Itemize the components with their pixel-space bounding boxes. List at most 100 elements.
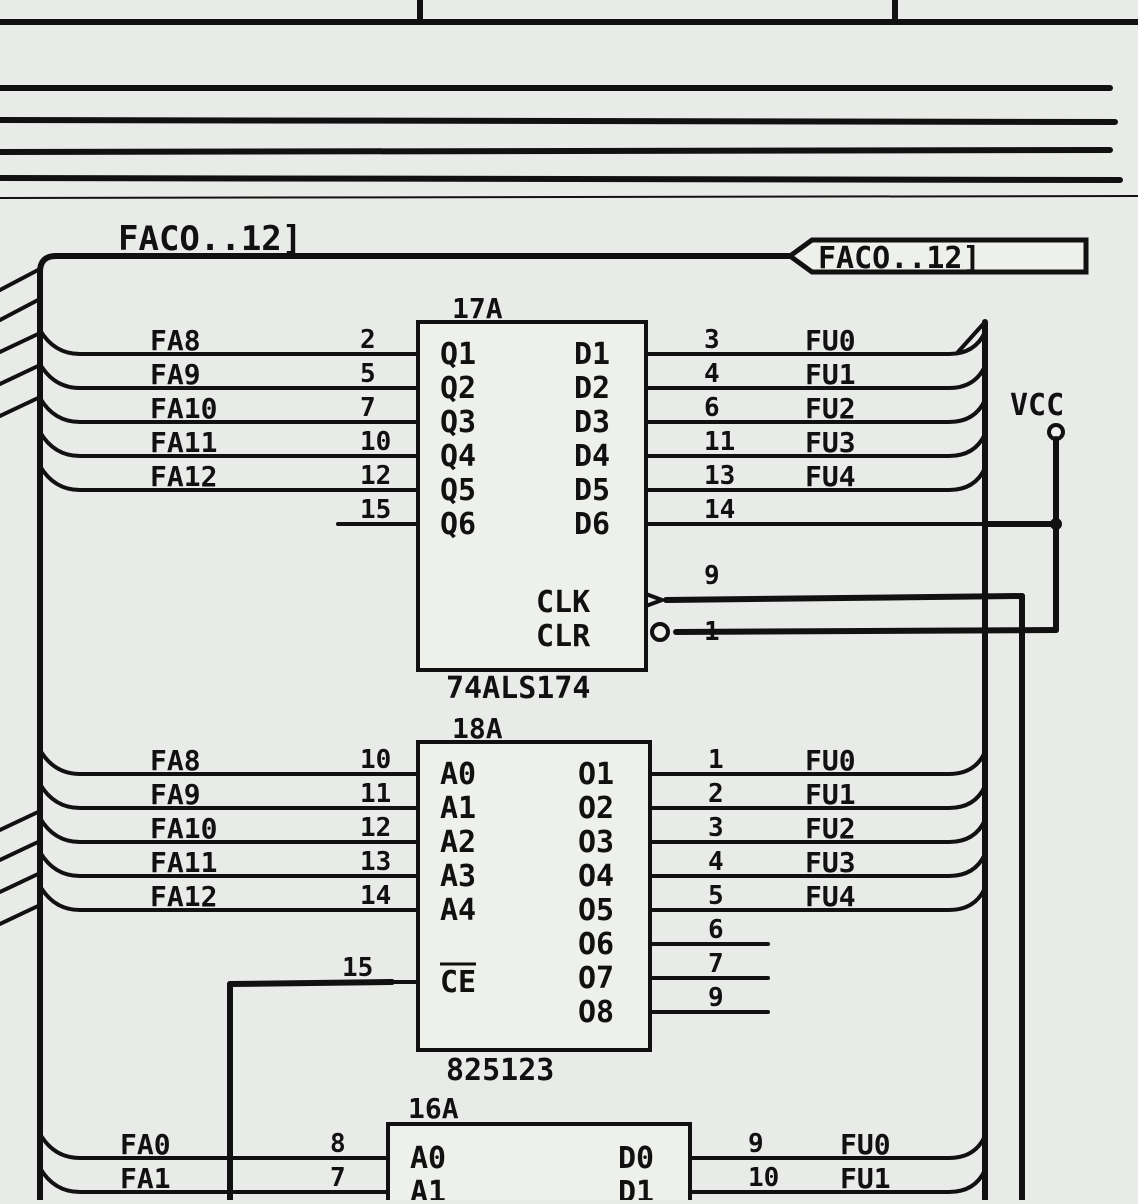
input-wire <box>38 1132 390 1160</box>
input-signal-label: FA11 <box>150 846 217 879</box>
output-signal-label: FU3 <box>805 426 856 459</box>
input-pin-name: A0 <box>410 1141 446 1176</box>
input-pin-number: 12 <box>360 813 391 843</box>
vcc-supply: VCC <box>1010 388 1065 633</box>
output-signal-label: FU0 <box>840 1128 891 1161</box>
output-wire <box>648 886 987 912</box>
clk-pin-number: 9 <box>704 561 720 591</box>
clk-pin-name: CLK <box>536 585 590 620</box>
output-pin-name: O8 <box>578 995 614 1030</box>
input-signal-label: FA10 <box>150 812 217 845</box>
output-pin-name: O4 <box>578 859 614 894</box>
output-signal-label: FU4 <box>805 880 856 913</box>
output-pin-name: D4 <box>574 439 610 474</box>
output-pin-number: 14 <box>704 495 735 525</box>
output-wire <box>644 330 987 356</box>
vcc-label: VCC <box>1010 388 1064 423</box>
input-pin-name: A4 <box>440 893 476 928</box>
input-signal-label: FA9 <box>150 778 201 811</box>
output-pin-name: D3 <box>574 405 610 440</box>
input-pin-name: Q6 <box>440 507 476 542</box>
output-wire <box>644 364 987 390</box>
ce-pin-name: CE <box>440 965 476 1000</box>
output-pin-name: D0 <box>618 1141 654 1176</box>
input-pin-number: 7 <box>360 393 376 423</box>
chip-16a-ref: 16A <box>408 1092 459 1125</box>
input-signal-label: FA9 <box>150 358 201 391</box>
input-signal-label: FA12 <box>150 460 217 493</box>
output-pin-name: O1 <box>578 757 614 792</box>
clr-inversion-bubble <box>650 622 670 642</box>
input-wire <box>38 782 420 810</box>
input-pin-name: A0 <box>440 757 476 792</box>
output-wire <box>688 1168 987 1194</box>
output-pin-name: O3 <box>578 825 614 860</box>
input-signal-label: FA8 <box>150 744 201 777</box>
input-pin-number: 11 <box>360 779 391 809</box>
output-signal-label: FU1 <box>805 358 856 391</box>
output-pin-number: 10 <box>748 1163 779 1193</box>
output-pin-number: 6 <box>708 915 724 945</box>
output-wire <box>688 1134 987 1160</box>
bus-port-connector: FACO..12] <box>785 237 1089 276</box>
output-pin-name: D6 <box>574 507 610 542</box>
input-wire <box>38 430 420 458</box>
input-pin-number: 15 <box>360 495 391 525</box>
output-pin-name: O6 <box>578 927 614 962</box>
input-pin-name: Q1 <box>440 337 476 372</box>
clr-pin-name: CLR <box>536 619 591 654</box>
input-wire <box>38 816 420 844</box>
input-pin-number: 13 <box>360 847 391 877</box>
input-pin-number: 2 <box>360 325 376 355</box>
output-pin-name: D1 <box>574 337 610 372</box>
input-pin-number: 10 <box>360 427 391 457</box>
input-pin-number: 5 <box>360 359 376 389</box>
input-pin-name: A3 <box>440 859 476 894</box>
output-wire <box>648 818 987 844</box>
input-pin-number: 8 <box>330 1129 346 1159</box>
output-wire <box>644 466 987 492</box>
output-pin-name: D5 <box>574 473 610 508</box>
input-pin-name: Q4 <box>440 439 476 474</box>
input-signal-label: FA0 <box>120 1128 171 1161</box>
output-pin-name: O7 <box>578 961 614 996</box>
chip-18a-ref: 18A <box>452 712 503 745</box>
output-wire <box>648 784 987 810</box>
input-pin-number: 10 <box>360 745 391 775</box>
bus-port-label: FACO..12] <box>818 241 981 276</box>
input-signal-label: FA1 <box>120 1162 171 1195</box>
input-pin-number: 12 <box>360 461 391 491</box>
input-wire <box>38 748 420 776</box>
output-signal-label: FU2 <box>805 812 856 845</box>
chip-17a-part: 74ALS174 <box>446 671 591 706</box>
input-wire <box>38 396 420 424</box>
input-pin-number: 7 <box>330 1163 346 1193</box>
output-wire <box>648 750 987 776</box>
input-signal-label: FA8 <box>150 324 201 357</box>
address-bus: FACO..12] FACO..12] <box>0 219 1089 1203</box>
output-pin-number: 7 <box>708 949 724 979</box>
input-wire <box>38 850 420 878</box>
output-pin-number: 2 <box>708 779 724 809</box>
top-bus-lines <box>0 0 1138 199</box>
input-pin-name: Q5 <box>440 473 476 508</box>
output-pin-name: D2 <box>574 371 610 406</box>
output-pin-number: 5 <box>708 881 724 911</box>
input-pin-name: A2 <box>440 825 476 860</box>
input-wire <box>38 1166 390 1194</box>
input-wire <box>38 328 420 356</box>
output-pin-name: D1 <box>618 1175 654 1200</box>
output-pin-number: 9 <box>748 1129 764 1159</box>
output-signal-label: FU3 <box>805 846 856 879</box>
output-pin-number: 1 <box>708 745 724 775</box>
output-signal-label: FU1 <box>840 1162 891 1195</box>
input-pin-name: Q3 <box>440 405 476 440</box>
input-pin-name: A1 <box>410 1175 446 1200</box>
output-pin-number: 4 <box>708 847 724 877</box>
ce-pin-number: 15 <box>342 953 373 983</box>
